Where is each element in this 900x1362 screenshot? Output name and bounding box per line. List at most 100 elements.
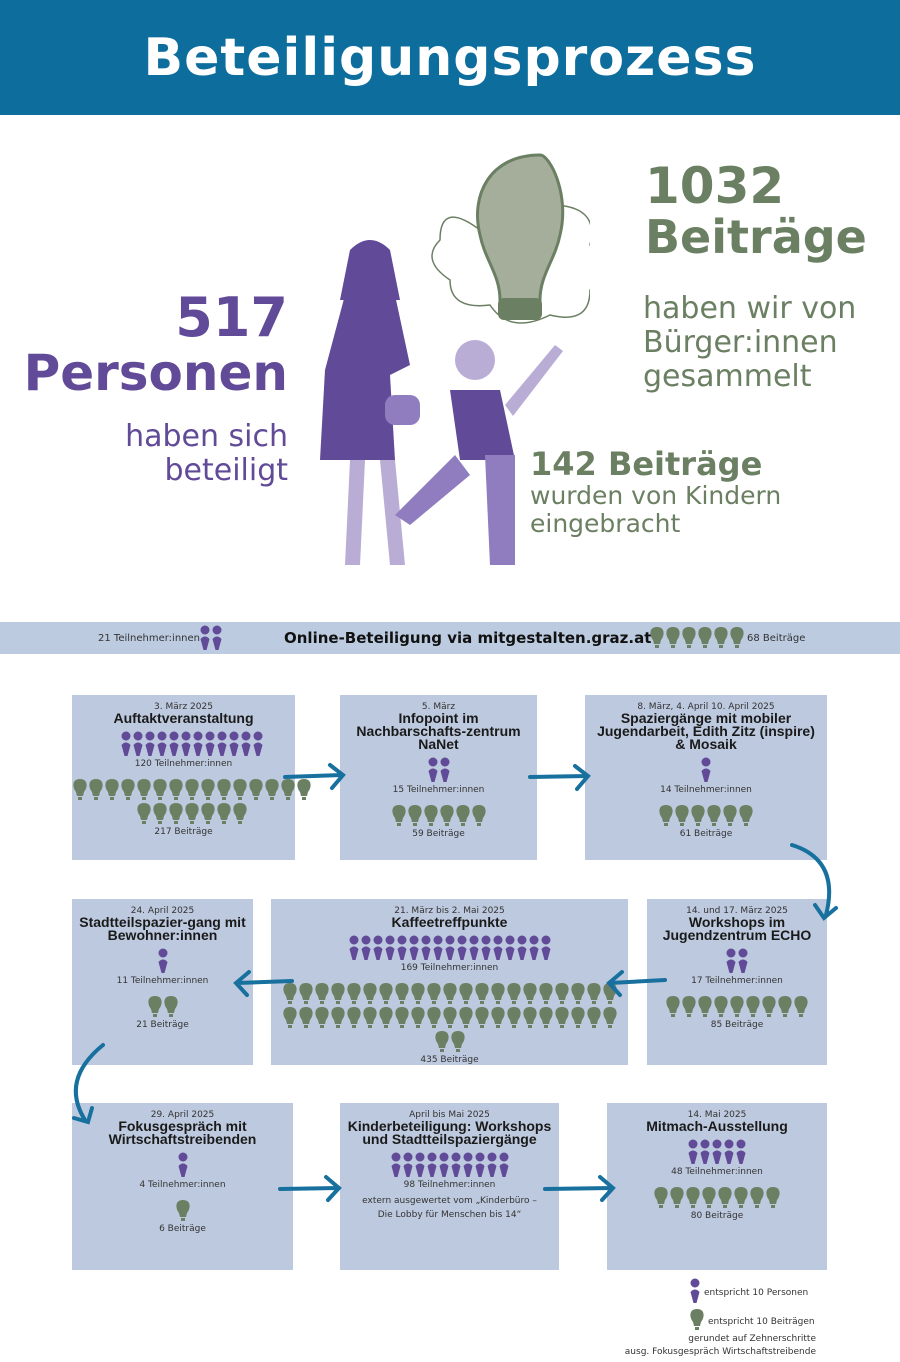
lightbulb-icon — [153, 779, 167, 800]
person-icon — [517, 935, 526, 960]
person-icon — [133, 731, 143, 756]
event-date: 14. Mai 2025 — [687, 1110, 747, 1120]
lightbulb-icon — [442, 1007, 457, 1028]
person-icon — [169, 731, 179, 756]
bulb-icons — [72, 779, 312, 825]
person-icon — [428, 757, 437, 782]
persons-text: haben sich beteiligt — [125, 420, 288, 488]
lightbulb-icon — [282, 1007, 297, 1028]
event-title: Mitmach-Ausstellung — [646, 1118, 788, 1134]
lightbulb-icon — [163, 996, 178, 1017]
lightbulb-icon — [538, 1007, 553, 1028]
lightbulb-icon — [474, 1007, 489, 1028]
legend: entspricht 10 Personen entspricht 10 Bei… — [690, 1278, 815, 1334]
event-date: 5. März — [421, 702, 456, 712]
bulb-icons — [606, 805, 806, 827]
event-box: 8. März, 4. April 10. April 2025 Spazier… — [585, 695, 827, 860]
lightbulb-icon — [439, 805, 454, 826]
header: Beteiligungsprozess — [0, 0, 900, 115]
person-icons — [662, 948, 812, 974]
event-contributions: 217 Beiträge — [154, 827, 213, 837]
event-contributions: 21 Beiträge — [136, 1020, 189, 1030]
bulb-icons — [662, 996, 812, 1018]
contributions-number: 1032 — [645, 157, 785, 215]
person-icon — [700, 1139, 710, 1164]
person-icon — [724, 1139, 734, 1164]
person-icon — [385, 935, 394, 960]
event-box: 14. Mai 2025 Mitmach-Ausstellung 48 Teil… — [607, 1103, 827, 1270]
arrow-right-icon — [278, 1175, 342, 1202]
lightbulb-icon — [506, 983, 521, 1004]
event-title: Fokusgespräch mit Wirtschaftstreibenden — [108, 1118, 257, 1147]
lightbulb-icon — [378, 983, 393, 1004]
event-date: 21. März bis 2. Mai 2025 — [394, 906, 505, 916]
person-icon — [181, 731, 191, 756]
person-icon — [712, 1139, 722, 1164]
lightbulb-icon — [750, 1187, 764, 1208]
lightbulb-icon — [718, 1187, 732, 1208]
person-icon — [505, 935, 514, 960]
person-icon — [529, 935, 538, 960]
lightbulb-icon — [426, 983, 441, 1004]
lightbulb-icon — [730, 627, 744, 648]
lightbulb-icon — [714, 996, 728, 1017]
online-contributions: 68 Beiträge — [747, 632, 806, 644]
person-icon — [445, 935, 454, 960]
lightbulb-icon — [766, 1187, 780, 1208]
person-icon — [481, 935, 490, 960]
lightbulb-icon — [522, 983, 537, 1004]
lightbulb-icon — [490, 983, 505, 1004]
lightbulb-icon — [682, 627, 696, 648]
lightbulb-icon — [654, 1187, 668, 1208]
lightbulb-icon — [690, 1309, 704, 1330]
event-contributions: 80 Beiträge — [690, 1211, 744, 1221]
event-contributions: 85 Beiträge — [710, 1020, 764, 1030]
lightbulb-icon — [362, 983, 377, 1004]
person-icon — [403, 1152, 412, 1177]
woman-figure — [320, 240, 420, 565]
person-icon — [427, 1152, 436, 1177]
lightbulb-icon — [442, 983, 457, 1004]
child-figure — [395, 340, 563, 565]
lightbulb-icon — [89, 779, 103, 800]
person-icon — [212, 625, 222, 650]
person-icons — [72, 731, 312, 757]
event-title: Spaziergänge mit mobiler Jugendarbeit, E… — [597, 710, 815, 752]
person-icons — [83, 948, 243, 974]
lightbulb-icon — [169, 803, 183, 824]
lightbulb-icon — [394, 1007, 409, 1028]
person-icon — [205, 731, 215, 756]
lightbulb-icon — [554, 1007, 569, 1028]
lightbulb-icon — [458, 1007, 473, 1028]
lightbulb-icon — [682, 996, 696, 1017]
lightbulb-icon — [298, 983, 313, 1004]
person-icons — [637, 1139, 797, 1165]
person-icon — [433, 935, 442, 960]
legend-person: entspricht 10 Personen — [690, 1278, 815, 1307]
online-participants: 21 Teilnehmer:innen — [98, 632, 200, 644]
lightbulb-icon — [458, 983, 473, 1004]
event-participants: 15 Teilnehmer:innen — [392, 785, 485, 795]
lightbulb-icon — [201, 803, 215, 824]
legend-bulb: entspricht 10 Beiträgen — [690, 1309, 815, 1334]
lightbulb-icon — [233, 803, 247, 824]
legend-person-label: entspricht 10 Personen — [704, 1287, 809, 1298]
event-title: Kaffeetreffpunkte — [391, 914, 508, 930]
online-participation-band: 21 Teilnehmer:innen Online-Beteiligung v… — [0, 622, 900, 654]
lightbulb-icon — [407, 805, 422, 826]
person-icons — [350, 1152, 550, 1178]
lightbulb-icon — [297, 779, 311, 800]
event-box: 3. März 2025 Auftaktveranstaltung 120 Te… — [72, 695, 311, 860]
event-box: 29. April 2025 Fokusgespräch mit Wirtsch… — [72, 1103, 293, 1270]
arrow-right-icon — [528, 764, 591, 791]
lightbulb-icon — [137, 803, 151, 824]
person-icon — [457, 935, 466, 960]
event-participants: 14 Teilnehmer:innen — [660, 785, 752, 795]
contributions-word: Beiträge — [645, 209, 867, 264]
lightbulb-icon — [666, 627, 680, 648]
event-title: Auftaktveranstaltung — [113, 710, 254, 726]
event-title: Infopoint im Nachbarschafts-zentrum NaNe… — [356, 710, 521, 752]
online-title: Online-Beteiligung via mitgestalten.graz… — [284, 629, 652, 647]
lightbulb-icon — [506, 1007, 521, 1028]
person-icon — [200, 625, 210, 650]
